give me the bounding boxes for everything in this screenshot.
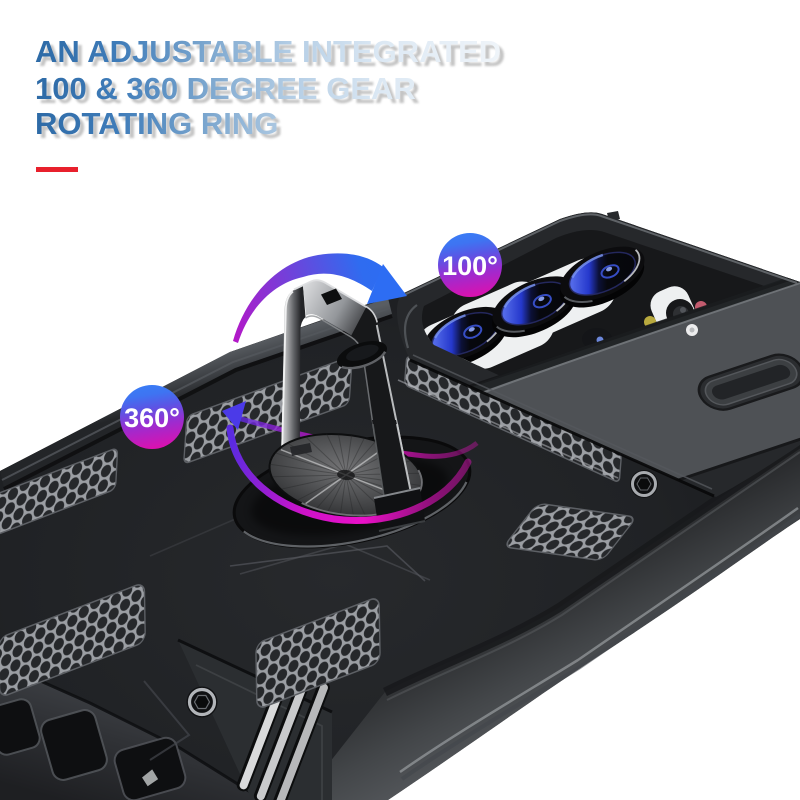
svg-text:100 & 360 DEGREE GEAR: 100 & 360 DEGREE GEAR: [35, 71, 416, 106]
svg-text:AN ADJUSTABLE INTEGRATED: AN ADJUSTABLE INTEGRATED: [35, 34, 501, 69]
svg-text:360°: 360°: [124, 403, 180, 433]
svg-text:100 & 360 DEGREE GEAR: 100 & 360 DEGREE GEAR: [39, 75, 420, 110]
svg-text:AN ADJUSTABLE INTEGRATED: AN ADJUSTABLE INTEGRATED: [39, 38, 505, 73]
svg-text:ROTATING RING: ROTATING RING: [35, 106, 278, 141]
svg-text:100°: 100°: [442, 251, 498, 281]
svg-text:ROTATING RING: ROTATING RING: [39, 110, 282, 145]
